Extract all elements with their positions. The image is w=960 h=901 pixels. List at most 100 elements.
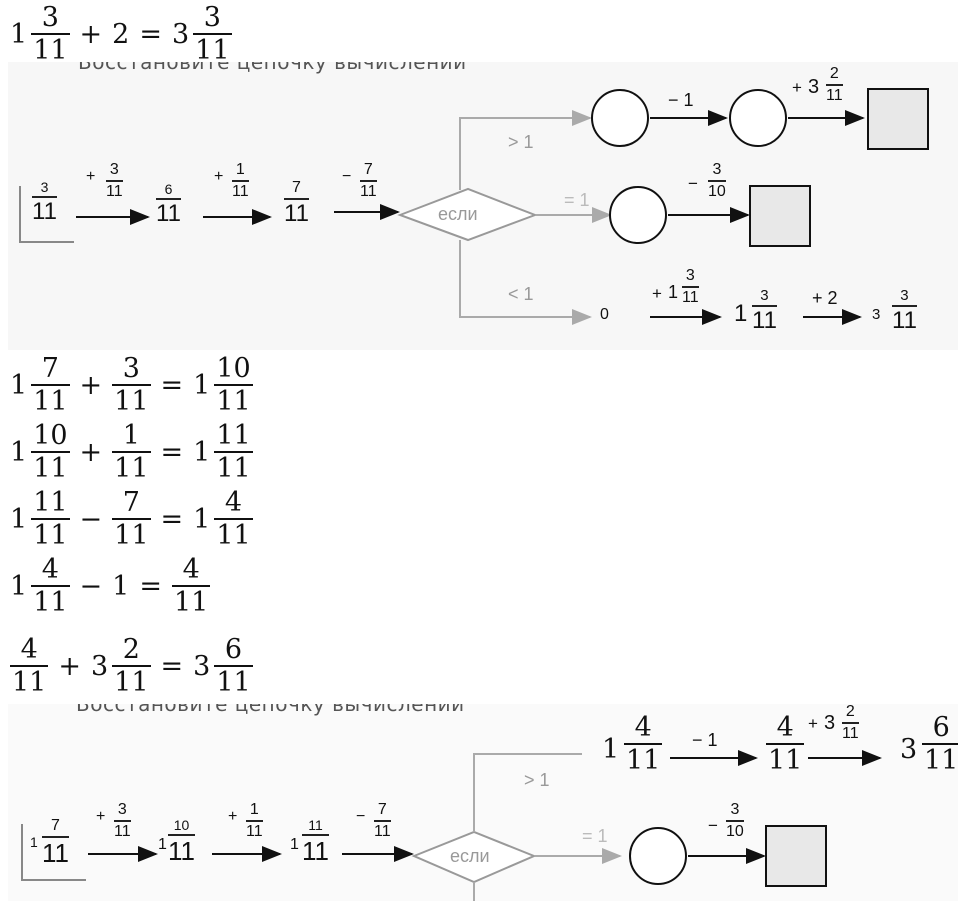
- numerator: 2: [829, 65, 839, 82]
- numerator: 1: [122, 420, 140, 451]
- value-whole: 1: [602, 734, 620, 765]
- denominator: 11: [682, 286, 699, 306]
- equals: =: [139, 18, 162, 50]
- denominator: 11: [31, 384, 70, 417]
- operator: +: [79, 436, 103, 468]
- numerator: 3: [117, 801, 127, 818]
- whole: 1: [10, 436, 28, 468]
- whole: 1: [193, 436, 211, 468]
- empty-square: [765, 825, 827, 887]
- op-sign: +: [808, 714, 818, 733]
- equals: =: [160, 650, 184, 682]
- diagram-1-lines: [19, 88, 929, 325]
- numerator: 3: [109, 161, 119, 178]
- diagram-2-lines: [21, 750, 882, 901]
- op-sign: +: [228, 808, 238, 825]
- denominator: 11: [168, 834, 195, 866]
- empty-circle: [591, 89, 649, 147]
- denominator: 11: [214, 451, 253, 484]
- op-label: − 1: [668, 90, 694, 110]
- diagram-title: Восстановите цепочку вычислений: [76, 704, 465, 716]
- denominator: 10: [708, 180, 726, 200]
- denominator: 11: [360, 180, 377, 200]
- denominator: 11: [374, 820, 391, 840]
- operator: +: [79, 18, 103, 50]
- numerator: 3: [41, 2, 59, 33]
- denominator: 11: [284, 198, 309, 227]
- empty-circle: [729, 89, 787, 147]
- numerator: 7: [363, 161, 373, 178]
- denominator: 11: [193, 33, 232, 66]
- condition-label: если: [450, 846, 490, 866]
- denominator: 11: [114, 820, 131, 840]
- denominator: 11: [31, 33, 70, 66]
- op-whole: 3: [824, 712, 836, 734]
- branch-label-eq: = 1: [582, 826, 608, 846]
- denominator: 11: [32, 196, 57, 225]
- lt-value: 0: [600, 306, 609, 323]
- numerator: 4: [224, 487, 243, 518]
- numerator: 10: [33, 420, 68, 451]
- equals: =: [139, 570, 162, 602]
- branch-gt: [459, 110, 592, 190]
- denominator: 11: [112, 518, 151, 551]
- condition-label: если: [438, 204, 478, 224]
- equals: =: [160, 503, 184, 535]
- number: 2: [112, 18, 130, 50]
- numerator: 7: [51, 817, 60, 834]
- denominator: 11: [31, 451, 70, 484]
- op-whole: 1: [668, 282, 679, 302]
- value-whole: 1: [734, 300, 748, 327]
- empty-circle: [629, 827, 687, 885]
- start-box: [21, 824, 86, 881]
- numerator: 3: [203, 2, 221, 33]
- denominator: 11: [42, 836, 69, 868]
- denominator: 11: [232, 180, 249, 200]
- denominator: 11: [31, 518, 70, 551]
- numerator: 7: [292, 179, 301, 196]
- branch-label-gt: > 1: [508, 132, 534, 152]
- number: 1: [112, 570, 130, 602]
- op-sign: −: [708, 816, 718, 835]
- denominator: 11: [302, 834, 329, 866]
- op-sign: −: [342, 168, 352, 185]
- branch-gt: [473, 753, 582, 832]
- value-whole: 1: [290, 836, 299, 853]
- operator: −: [79, 503, 103, 535]
- whole: 1: [10, 18, 28, 50]
- numerator: 6: [932, 712, 950, 743]
- numerator: 2: [845, 704, 855, 720]
- op-label: − 1: [692, 730, 718, 750]
- numerator: 10: [173, 817, 190, 833]
- numerator: 3: [712, 161, 722, 178]
- denominator: 11: [922, 743, 958, 774]
- condition-diamond: [397, 187, 538, 242]
- op-label: + 2: [812, 288, 838, 308]
- whole: 3: [171, 18, 190, 50]
- denominator: 11: [246, 820, 263, 840]
- numerator: 7: [377, 801, 387, 818]
